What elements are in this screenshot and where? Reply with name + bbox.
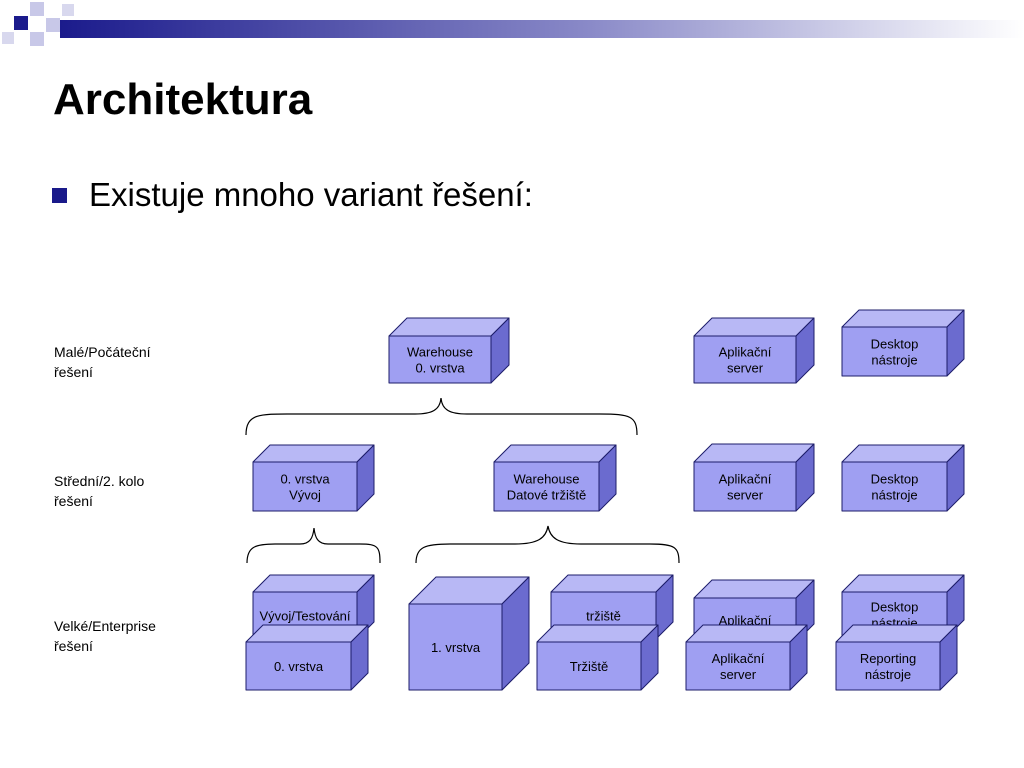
box-r1-desktop-top: [841, 309, 965, 328]
header-band: [2, 2, 1024, 46]
box-r2-desktop-top: [841, 444, 965, 463]
box-r2-warehouse-front: [493, 461, 600, 512]
box-r3-reporting-label-0: Reporting: [860, 651, 916, 666]
box-r2-warehouse-label-1: Datové tržiště: [507, 488, 586, 503]
brace-row2-right: [415, 525, 680, 564]
box-r3-app-front: [685, 641, 791, 691]
row-label-small: Malé/Počáteční řešení: [54, 344, 151, 380]
box-r3-app-back-top: [693, 579, 815, 599]
box-r1-desktop-label-0: Desktop: [871, 337, 919, 352]
brace-row2-left: [246, 527, 381, 564]
box-r3-trziste-side: [640, 624, 659, 691]
box-r2-app-label-0: Aplikační: [719, 472, 772, 487]
box-r1-desktop-front: [841, 326, 948, 377]
box-r3-vrstva1-label-0: 1. vrstva: [431, 640, 481, 655]
box-r3-app-label-1: server: [720, 667, 757, 682]
box-r3-app-label-0: Aplikační: [712, 651, 765, 666]
box-r3-desktop-back-side: [946, 574, 965, 638]
box-r1-app-side: [795, 317, 815, 384]
box-r3-trziste-top: [536, 624, 659, 643]
box-r1-warehouse-front: [388, 335, 492, 384]
box-r1-warehouse-top: [388, 317, 510, 337]
box-r2-desktop-front: [841, 461, 948, 512]
box-r2-app-label-1: server: [727, 488, 764, 503]
box-r2-vrstva-side: [356, 444, 375, 512]
box-r3-reporting-top: [835, 624, 958, 643]
slide-title: Architektura: [53, 75, 313, 124]
brace-row1: [245, 397, 638, 436]
box-r2-vrstva-label-0: 0. vrstva: [280, 472, 330, 487]
box-r1-app-front: [693, 335, 797, 384]
box-r1-app-top: [693, 317, 815, 337]
box-r2-desktop-label-0: Desktop: [871, 472, 919, 487]
box-r3-desktop-back-label-0: Desktop: [871, 600, 919, 615]
box-r2-warehouse-top: [493, 444, 617, 463]
bullet-text: Existuje mnoho variant řešení:: [89, 176, 533, 213]
box-r3-trziste-label-0: Tržiště: [570, 659, 609, 674]
box-r1-desktop-label-1: nástroje: [871, 353, 917, 368]
box-r3-vrstva0-label-0: 0. vrstva: [274, 659, 324, 674]
box-r3-trziste: Tržiště: [536, 624, 659, 691]
box-r1-warehouse-label-1: 0. vrstva: [415, 361, 465, 376]
box-r1-app-label-1: server: [727, 361, 764, 376]
box-r1-desktop-side: [946, 309, 965, 377]
bullet-square-icon: [52, 187, 67, 203]
box-r3-trziste-back-label-0: tržiště: [586, 609, 621, 624]
box-r2-vrstva-front: [252, 461, 358, 512]
box-r3-vyvoj-back-side: [356, 574, 375, 640]
box-r3-vrstva0-side: [350, 624, 369, 691]
box-r3-reporting-side: [939, 624, 958, 691]
box-r3-vrstva1-side: [501, 576, 530, 691]
box-r3-vrstva1: 1. vrstva: [408, 576, 530, 691]
box-r2-vrstva-label-1: Vývoj: [289, 488, 321, 503]
box-r2-warehouse-label-0: Warehouse: [514, 472, 580, 487]
box-r3-app-side: [789, 624, 808, 691]
box-r3-reporting-label-1: nástroje: [865, 667, 911, 682]
box-r2-vrstva-top: [252, 444, 375, 463]
box-r1-warehouse-side: [490, 317, 510, 384]
box-r3-desktop-back-top: [841, 574, 965, 593]
box-r3-vrstva0: 0. vrstva: [245, 624, 369, 691]
box-r3-vyvoj-back-top: [252, 574, 375, 593]
box-r2-app-side: [795, 443, 815, 512]
box-r3-trziste-back-top: [550, 574, 674, 593]
box-r2-desktop-side: [946, 444, 965, 512]
box-r2-app-front: [693, 461, 797, 512]
box-r2-warehouse-side: [598, 444, 617, 512]
box-r3-app-top: [685, 624, 808, 643]
box-r3-reporting-front: [835, 641, 941, 691]
box-r2-app-top: [693, 443, 815, 463]
bullet-item: Existuje mnoho variant řešení:: [52, 173, 533, 217]
box-r1-app-label-0: Aplikační: [719, 345, 772, 360]
row-label-large: Velké/Enterprise řešení: [54, 618, 156, 654]
box-r1-warehouse-label-0: Warehouse: [407, 345, 473, 360]
box-r3-vyvoj-back-label-0: Vývoj/Testování: [259, 609, 350, 624]
box-r3-vrstva0-top: [245, 624, 369, 643]
box-r3-trziste-back-side: [655, 574, 674, 640]
box-r2-desktop-label-1: nástroje: [871, 488, 917, 503]
row-label-medium: Střední/2. kolo řešení: [54, 473, 145, 509]
box-r3-app-back-label-0: Aplikační: [719, 613, 772, 628]
